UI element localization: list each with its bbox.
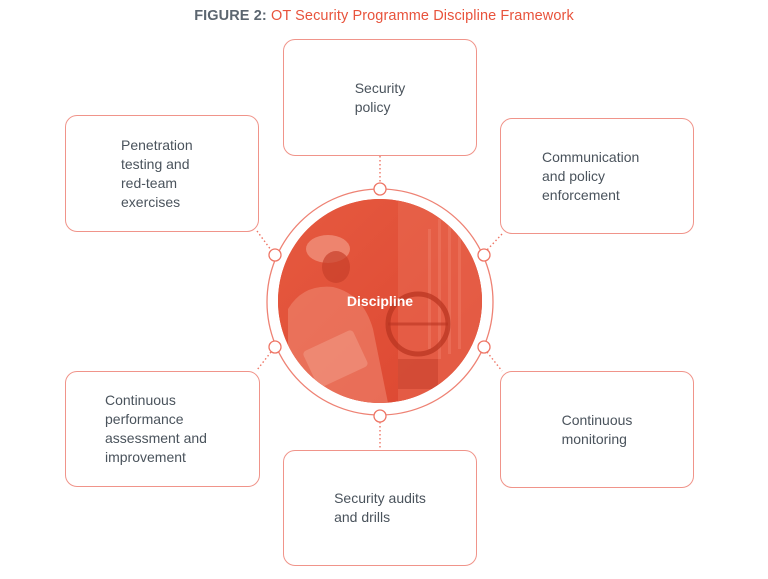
ring-node-bottom [373, 409, 387, 423]
node-label: Security audits and drills [334, 490, 426, 525]
discipline-hub: Discipline [278, 199, 482, 403]
connector-top-left [256, 230, 272, 251]
node-label: Continuous monitoring [561, 411, 633, 447]
node-communication-enforcement: Communication and policy enforcement [500, 118, 694, 234]
node-label: Communication and policy enforcement [542, 148, 640, 203]
node-security-policy: Security policy [283, 39, 477, 156]
node-label: Continuous performance assessment and im… [105, 392, 207, 465]
node-performance-assessment: Continuous performance assessment and im… [65, 371, 260, 487]
hub-label: Discipline [346, 293, 414, 309]
connector-bottom-right [486, 351, 503, 372]
node-penetration-testing: Penetration testing and red-team exercis… [65, 115, 259, 232]
figure-title: FIGURE 2: OT Security Programme Discipli… [0, 8, 768, 24]
connector-bottom-left [256, 351, 272, 371]
node-security-audits: Security audits and drills [283, 450, 477, 566]
ring-node-top [373, 182, 387, 196]
figure-number: FIGURE 2: [194, 8, 267, 24]
industrial-worker-photo [278, 199, 482, 403]
node-label: Penetration testing and red-team exercis… [121, 136, 193, 210]
connector-top-right [486, 233, 503, 251]
figure-caption: OT Security Programme Discipline Framewo… [270, 8, 574, 24]
node-label: Security policy [354, 79, 406, 115]
node-continuous-monitoring: Continuous monitoring [500, 371, 694, 488]
